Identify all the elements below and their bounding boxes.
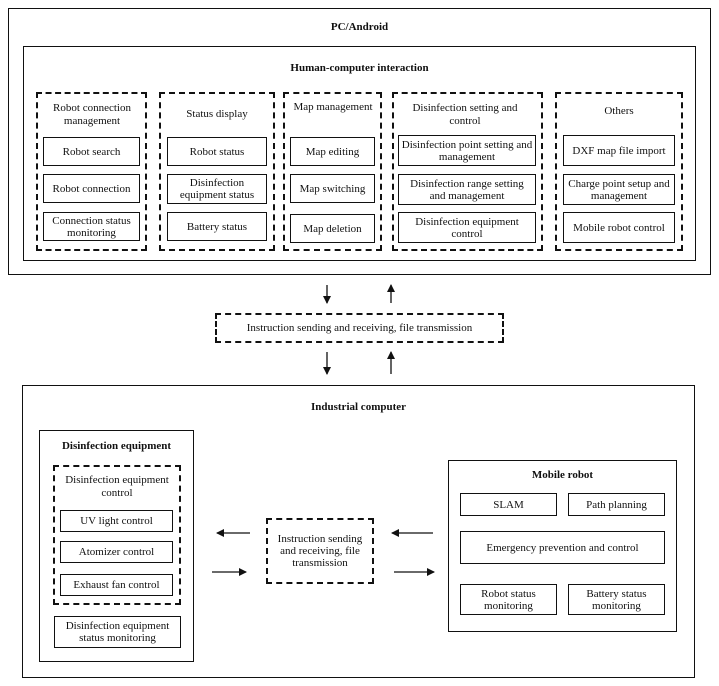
pc-android-title: PC/Android [330,21,389,33]
robot-search-item: Robot search [43,137,140,166]
atomizer-control-item: Atomizer control [60,541,173,563]
connection-status-monitoring-item: Connection status monitoring [43,212,140,241]
disinfection-equipment-control-title: Disinfection equipment control [65,474,169,499]
disinfection-range-setting-item: Disinfection range setting and managemen… [398,174,536,205]
industrial-computer-title: Industrial computer [310,401,407,413]
link-top-instruction-box: Instruction sending and receiving, file … [215,313,504,343]
disinfection-equipment-status-item: Disinfection equipment status [167,174,267,204]
mobile-robot-title: Mobile robot [531,469,594,481]
disinfection-equipment-title: Disinfection equipment [61,440,172,452]
robot-status-item: Robot status [167,137,267,166]
battery-status-monitoring-item: Battery status monitoring [568,584,665,615]
robot-status-monitoring-item: Robot status monitoring [460,584,557,615]
group-robot-connection-title: Robot connection management [53,102,131,127]
charge-point-setup-item: Charge point setup and management [563,174,675,205]
emergency-prevention-item: Emergency prevention and control [460,531,665,564]
path-planning-item: Path planning [568,493,665,516]
slam-item: SLAM [460,493,557,516]
exhaust-fan-control-item: Exhaust fan control [60,574,173,596]
link-middle-instruction-box: Instruction sending and receiving, file … [266,518,374,584]
mobile-robot-control-item: Mobile robot control [563,212,675,243]
group-status-display-title: Status display [186,108,248,120]
map-editing-item: Map editing [290,137,375,166]
group-others-title: Others [604,105,634,117]
group-map-management-title: Map management [293,101,373,113]
disinfection-equipment-status-monitoring-item: Disinfection equipment status monitoring [54,616,181,648]
robot-connection-item: Robot connection [43,174,140,203]
uv-light-control-item: UV light control [60,510,173,532]
disinfection-equipment-control-item: Disinfection equipment control [398,212,536,243]
map-switching-item: Map switching [290,174,375,203]
disinfection-point-setting-item: Disinfection point setting and managemen… [398,135,536,166]
map-deletion-item: Map deletion [290,214,375,243]
hci-title: Human-computer interaction [290,62,429,74]
battery-status-item: Battery status [167,212,267,241]
dxf-map-import-item: DXF map file import [563,135,675,166]
group-disinfection-setting-title: Disinfection setting and control [412,102,518,127]
